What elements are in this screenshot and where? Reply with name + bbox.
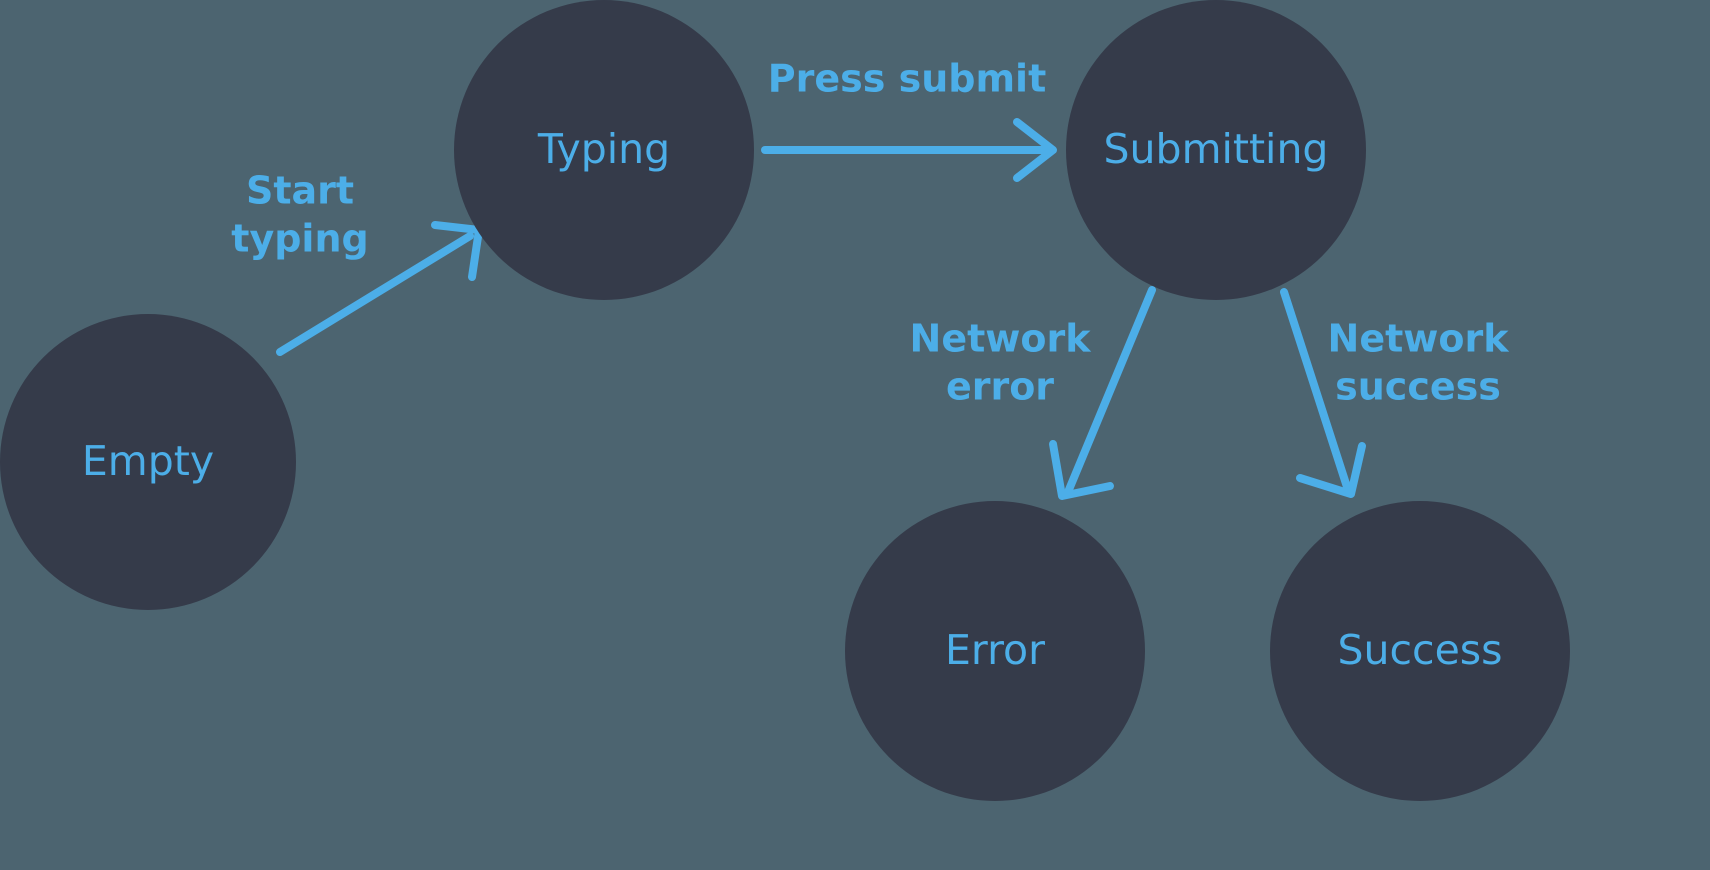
node-label-empty: Empty: [82, 437, 214, 485]
edge-line-network-success: [1280, 288, 1352, 494]
node-label-submitting: Submitting: [1104, 125, 1329, 173]
arrowhead-network-success: [1296, 442, 1366, 498]
node-circle-error: [845, 501, 1145, 801]
node-circle-empty: [0, 314, 296, 610]
edge-label-press-submit: Press submit: [768, 57, 1047, 101]
edge-label-press-submit-line-1: Press submit: [768, 57, 1047, 101]
edge-line-network-error: [1064, 286, 1156, 496]
node-circle-success: [1270, 501, 1570, 801]
edge-label-start-typing-line-2: typing: [231, 217, 368, 261]
edge-label-network-success-line-1: Network: [1328, 317, 1510, 361]
node-typing[interactable]: Typing: [454, 0, 754, 300]
node-empty[interactable]: Empty: [0, 314, 296, 610]
node-circle-typing: [454, 0, 754, 300]
arrowhead-press-submit: [1013, 118, 1057, 182]
node-label-success: Success: [1337, 626, 1502, 674]
edge-submitting-to-error[interactable]: [1049, 286, 1156, 500]
node-error[interactable]: Error: [845, 501, 1145, 801]
node-label-typing: Typing: [537, 125, 670, 173]
node-label-error: Error: [945, 626, 1045, 674]
arrowhead-network-error: [1049, 440, 1114, 500]
edge-label-network-success-line-2: success: [1335, 365, 1501, 409]
edge-label-network-error-line-2: error: [946, 365, 1054, 409]
edge-label-network-success: Network success: [1328, 317, 1510, 409]
node-submitting[interactable]: Submitting: [1066, 0, 1366, 300]
edge-submitting-to-success[interactable]: [1280, 288, 1366, 498]
node-circle-submitting: [1066, 0, 1366, 300]
edge-typing-to-submitting[interactable]: [761, 118, 1057, 182]
edge-label-start-typing: Start typing: [231, 169, 368, 261]
edge-line-start-typing: [276, 232, 474, 356]
edge-label-network-error-line-1: Network: [910, 317, 1092, 361]
edge-label-start-typing-line-1: Start: [246, 169, 354, 213]
node-success[interactable]: Success: [1270, 501, 1570, 801]
edge-label-network-error: Network error: [910, 317, 1092, 409]
